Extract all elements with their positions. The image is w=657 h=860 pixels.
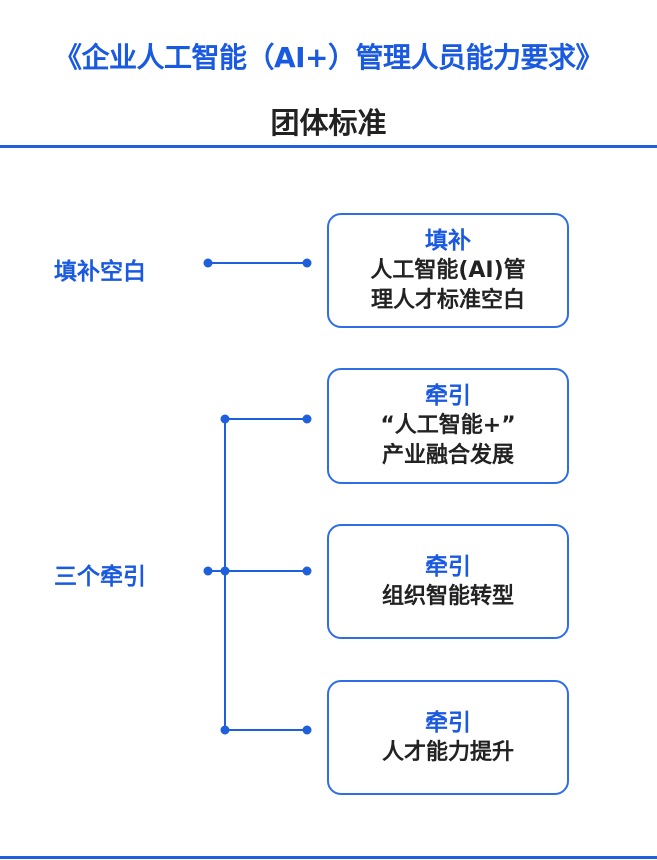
box-heading: 填补 [425,227,471,254]
box-text-line: 人工智能(AI)管 [370,257,526,283]
box-heading: 牵引 [425,553,471,580]
box-heading: 牵引 [425,383,471,409]
top-divider [0,145,657,148]
bottom-divider [0,856,657,859]
box-text-line: 组织智能转型 [381,583,514,609]
document-title: 《企业人工智能（AI+）管理人员能力要求》 [53,41,604,74]
box-driver-industry: 牵引 “人工智能+” 产业融合发展 [327,368,569,484]
box-text-line: 人才能力提升 [381,739,514,765]
box-text-line: 理人才标准空白 [370,287,525,313]
group-label-three-drivers: 三个牵引 [54,564,146,590]
group-label-fill-gap: 填补空白 [54,259,146,285]
box-driver-organization: 牵引 组织智能转型 [327,524,569,639]
box-text-line: “人工智能+” [380,413,516,438]
box-text-line: 产业融合发展 [381,443,514,468]
document-subtitle: 团体标准 [270,106,387,140]
box-fill-gap: 填补 人工智能(AI)管 理人才标准空白 [327,213,569,328]
connector-fill-gap [203,258,312,268]
connector-three-drivers [203,414,312,735]
box-heading: 牵引 [425,709,471,736]
box-driver-talent: 牵引 人才能力提升 [327,680,569,795]
